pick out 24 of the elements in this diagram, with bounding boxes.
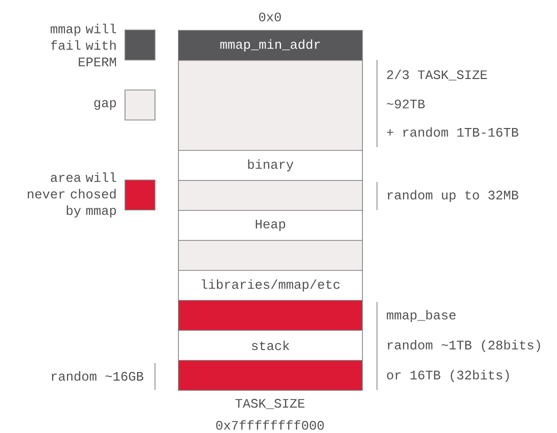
memory-segment: stack — [178, 330, 363, 361]
size-annotation: mmap_base — [386, 310, 456, 322]
memory-segment: Heap — [178, 210, 363, 241]
memory-segment: binary — [178, 150, 363, 181]
address-label: TASK_SIZE — [235, 398, 304, 410]
memory-segment — [178, 180, 363, 211]
size-annotation: random ~16GB — [52, 371, 144, 381]
size-annotation: + random 1TB-16TB — [386, 127, 518, 137]
memory-segment — [178, 360, 363, 391]
memory-segment: mmap_min_addr — [178, 30, 363, 61]
size-annotation: or 16TB (32bits) — [387, 370, 509, 382]
legend-text: gap — [94, 100, 116, 110]
size-annotation: random ~1TB (28bits) — [388, 340, 540, 352]
address-label: 0x7ffffffff000 — [216, 420, 324, 430]
memory-segment — [178, 60, 363, 151]
memory-segment: libraries/mmap/etc — [178, 270, 363, 301]
size-annotation: ~92TB — [386, 100, 425, 108]
size-annotation: random up to 32MB — [388, 190, 518, 202]
size-annotation: 2/3 TASK_SIZE — [387, 70, 487, 80]
legend-text: mmap will fail with EPERM — [50, 24, 116, 66]
legend-text: area will never chosed by mmap — [28, 172, 116, 218]
memory-segment — [178, 240, 363, 271]
memory-segment — [178, 300, 363, 331]
address-label: 0x0 — [259, 12, 281, 22]
